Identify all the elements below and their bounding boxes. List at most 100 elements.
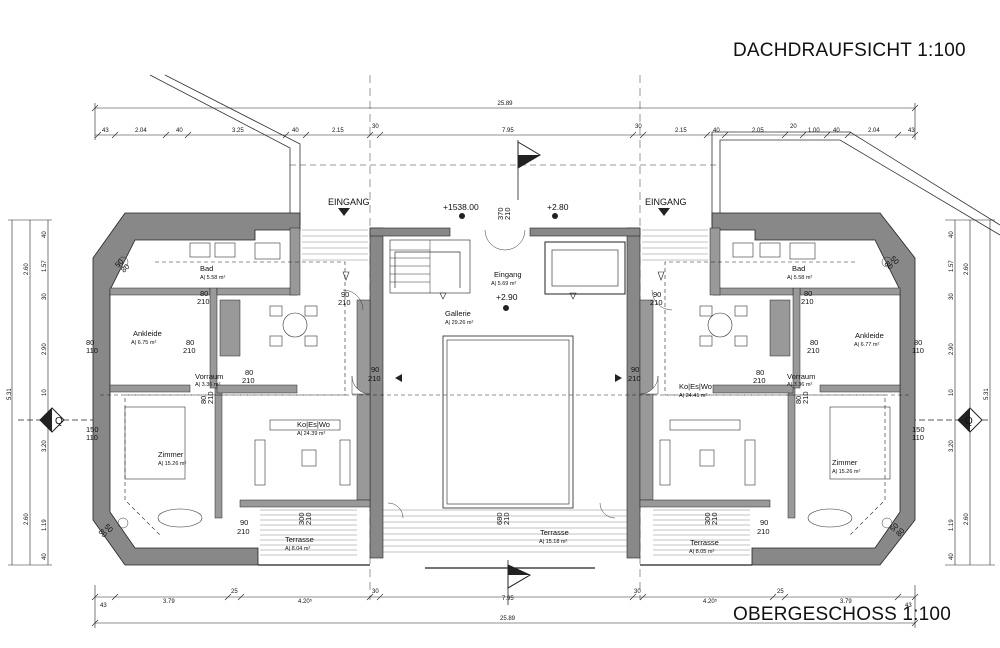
opening-width: 90 xyxy=(760,518,768,527)
entrance-arrows xyxy=(338,208,670,382)
dim-label: 3.20 xyxy=(42,440,48,452)
dim-label: 10 xyxy=(949,389,955,396)
entrance-label-left: EINGANG xyxy=(328,197,370,207)
opening-height: 210 xyxy=(368,374,381,383)
room-name: Zimmer xyxy=(158,450,184,459)
room-area: A| 24.41 m² xyxy=(679,393,707,399)
opening-height: 210 xyxy=(650,298,663,307)
dim-label: 40 xyxy=(833,128,840,134)
dim-label: 30 xyxy=(635,124,642,130)
top-total-label: 25.89 xyxy=(497,101,513,107)
dim-label: 1.57 xyxy=(949,260,955,272)
opening-width: 90 xyxy=(341,290,349,299)
opening-width: 80 xyxy=(245,368,253,377)
opening-width: 80 xyxy=(186,338,194,347)
dim-label: 4.20⁵ xyxy=(703,598,718,605)
dim-label: 2.05 xyxy=(752,128,764,134)
opening-height: 110 xyxy=(912,346,924,355)
opening-height: 210 xyxy=(503,207,512,220)
opening-width: 150 xyxy=(86,425,99,434)
room-area: A| 29.26 m² xyxy=(445,320,473,326)
opening-width: 80 xyxy=(86,338,94,347)
dim-label: 3.79 xyxy=(163,599,175,605)
dim-label: 43 xyxy=(100,603,107,609)
opening-width: 90 xyxy=(240,518,248,527)
room-name: Bad xyxy=(200,264,213,273)
dim-label: 2.04 xyxy=(868,128,880,134)
room-area: A| 6.75 m² xyxy=(131,340,156,346)
section-label: Q xyxy=(965,416,973,427)
room-name: Ankleide xyxy=(855,331,884,340)
room-area: A| 15.26 m² xyxy=(832,469,860,475)
section-marker-left: Q xyxy=(18,407,95,433)
dim-label: 40 xyxy=(949,553,955,560)
building-walls xyxy=(92,212,916,566)
room-area: A| 8.05 m² xyxy=(689,549,714,555)
opening-height: 210 xyxy=(801,391,810,404)
room-name: Vorraum xyxy=(787,372,815,381)
right-wing-interior-walls xyxy=(639,227,901,519)
opening-height: 210 xyxy=(628,374,641,383)
opening-width: 150 xyxy=(912,425,925,434)
dim-label: 40 xyxy=(42,231,48,238)
section-marker-right: Q xyxy=(910,407,990,433)
room-name: Ko|Es|Wo xyxy=(679,382,712,391)
dim-label: 40 xyxy=(713,128,720,134)
opening-width: 90 xyxy=(653,290,661,299)
dim-label: 2.60 xyxy=(24,513,30,525)
floor-plan-title: OBERGESCHOSS 1:100 xyxy=(733,604,951,625)
bottom-total-label: 25.89 xyxy=(500,616,516,622)
dim-label: 2.90 xyxy=(949,343,955,355)
opening-height: 210 xyxy=(242,376,255,385)
room-name: Bad xyxy=(792,264,805,273)
left-dimension-lines xyxy=(8,219,52,566)
top-dimension-total xyxy=(91,103,919,140)
bottom-dimension-chain-line xyxy=(91,585,919,628)
room-area: A| 15.26 m² xyxy=(158,461,186,467)
room-area: A| 3.36 m² xyxy=(195,382,220,388)
top-dimension-ticks xyxy=(94,131,919,139)
dim-label: 1.19 xyxy=(42,519,48,531)
opening-width: 90 xyxy=(371,365,379,374)
dim-label: 2.04 xyxy=(135,128,147,134)
room-name: Terrasse xyxy=(690,538,719,547)
dim-label: 2.60 xyxy=(24,263,30,275)
terrace-railings xyxy=(258,564,752,569)
top-dimension-labels: 43 2.04 40 3.25 40 2.15 30 7.95 30 2.15 … xyxy=(102,124,915,134)
dim-label: 2.15 xyxy=(675,128,687,134)
opening-width: 80 xyxy=(756,368,764,377)
stair-treads xyxy=(390,240,461,293)
room-name: Terrasse xyxy=(540,528,569,537)
room-name: Eingang xyxy=(494,270,522,279)
dim-label: 2.60 xyxy=(964,263,970,275)
dim-label: 20 xyxy=(790,124,797,130)
dim-label: 3.79 xyxy=(840,599,852,605)
opening-height: 110 xyxy=(86,346,98,355)
dim-label: 43 xyxy=(908,128,915,134)
entrance-label-right: EINGANG xyxy=(645,197,687,207)
opening-width: 300 xyxy=(297,512,306,525)
right-dimension-labels: 40 1.57 30 2.90 10 3.20 1.19 40 5.31 2.6… xyxy=(949,231,990,560)
left-total-label: 5.31 xyxy=(7,388,13,400)
room-name: Zimmer xyxy=(832,458,858,467)
opening-width: 370 xyxy=(496,207,505,220)
dim-label: 43 xyxy=(102,128,109,134)
dim-label: 30 xyxy=(42,293,48,300)
room-area: A| 5.58 m² xyxy=(200,275,225,281)
room-name: Gallerie xyxy=(445,309,471,318)
dim-label: 3.25 xyxy=(232,128,244,134)
opening-height: 210 xyxy=(502,512,511,525)
dim-label: 30 xyxy=(372,124,379,130)
opening-height: 210 xyxy=(237,527,250,536)
room-name: Terrasse xyxy=(285,535,314,544)
room-area: A| 15.18 m² xyxy=(539,539,567,545)
furniture-right xyxy=(659,242,891,528)
opening-width: 680 xyxy=(495,512,504,525)
dim-label: 40 xyxy=(292,128,299,134)
roof-outline-dashed xyxy=(100,261,910,536)
dim-label: 25 xyxy=(231,589,238,595)
dim-label: 4.20⁵ xyxy=(298,598,313,605)
room-area: A| 5.58 m² xyxy=(787,275,812,281)
opening-width: 80 xyxy=(794,396,803,404)
room-area: A| 24.39 m² xyxy=(297,431,325,437)
